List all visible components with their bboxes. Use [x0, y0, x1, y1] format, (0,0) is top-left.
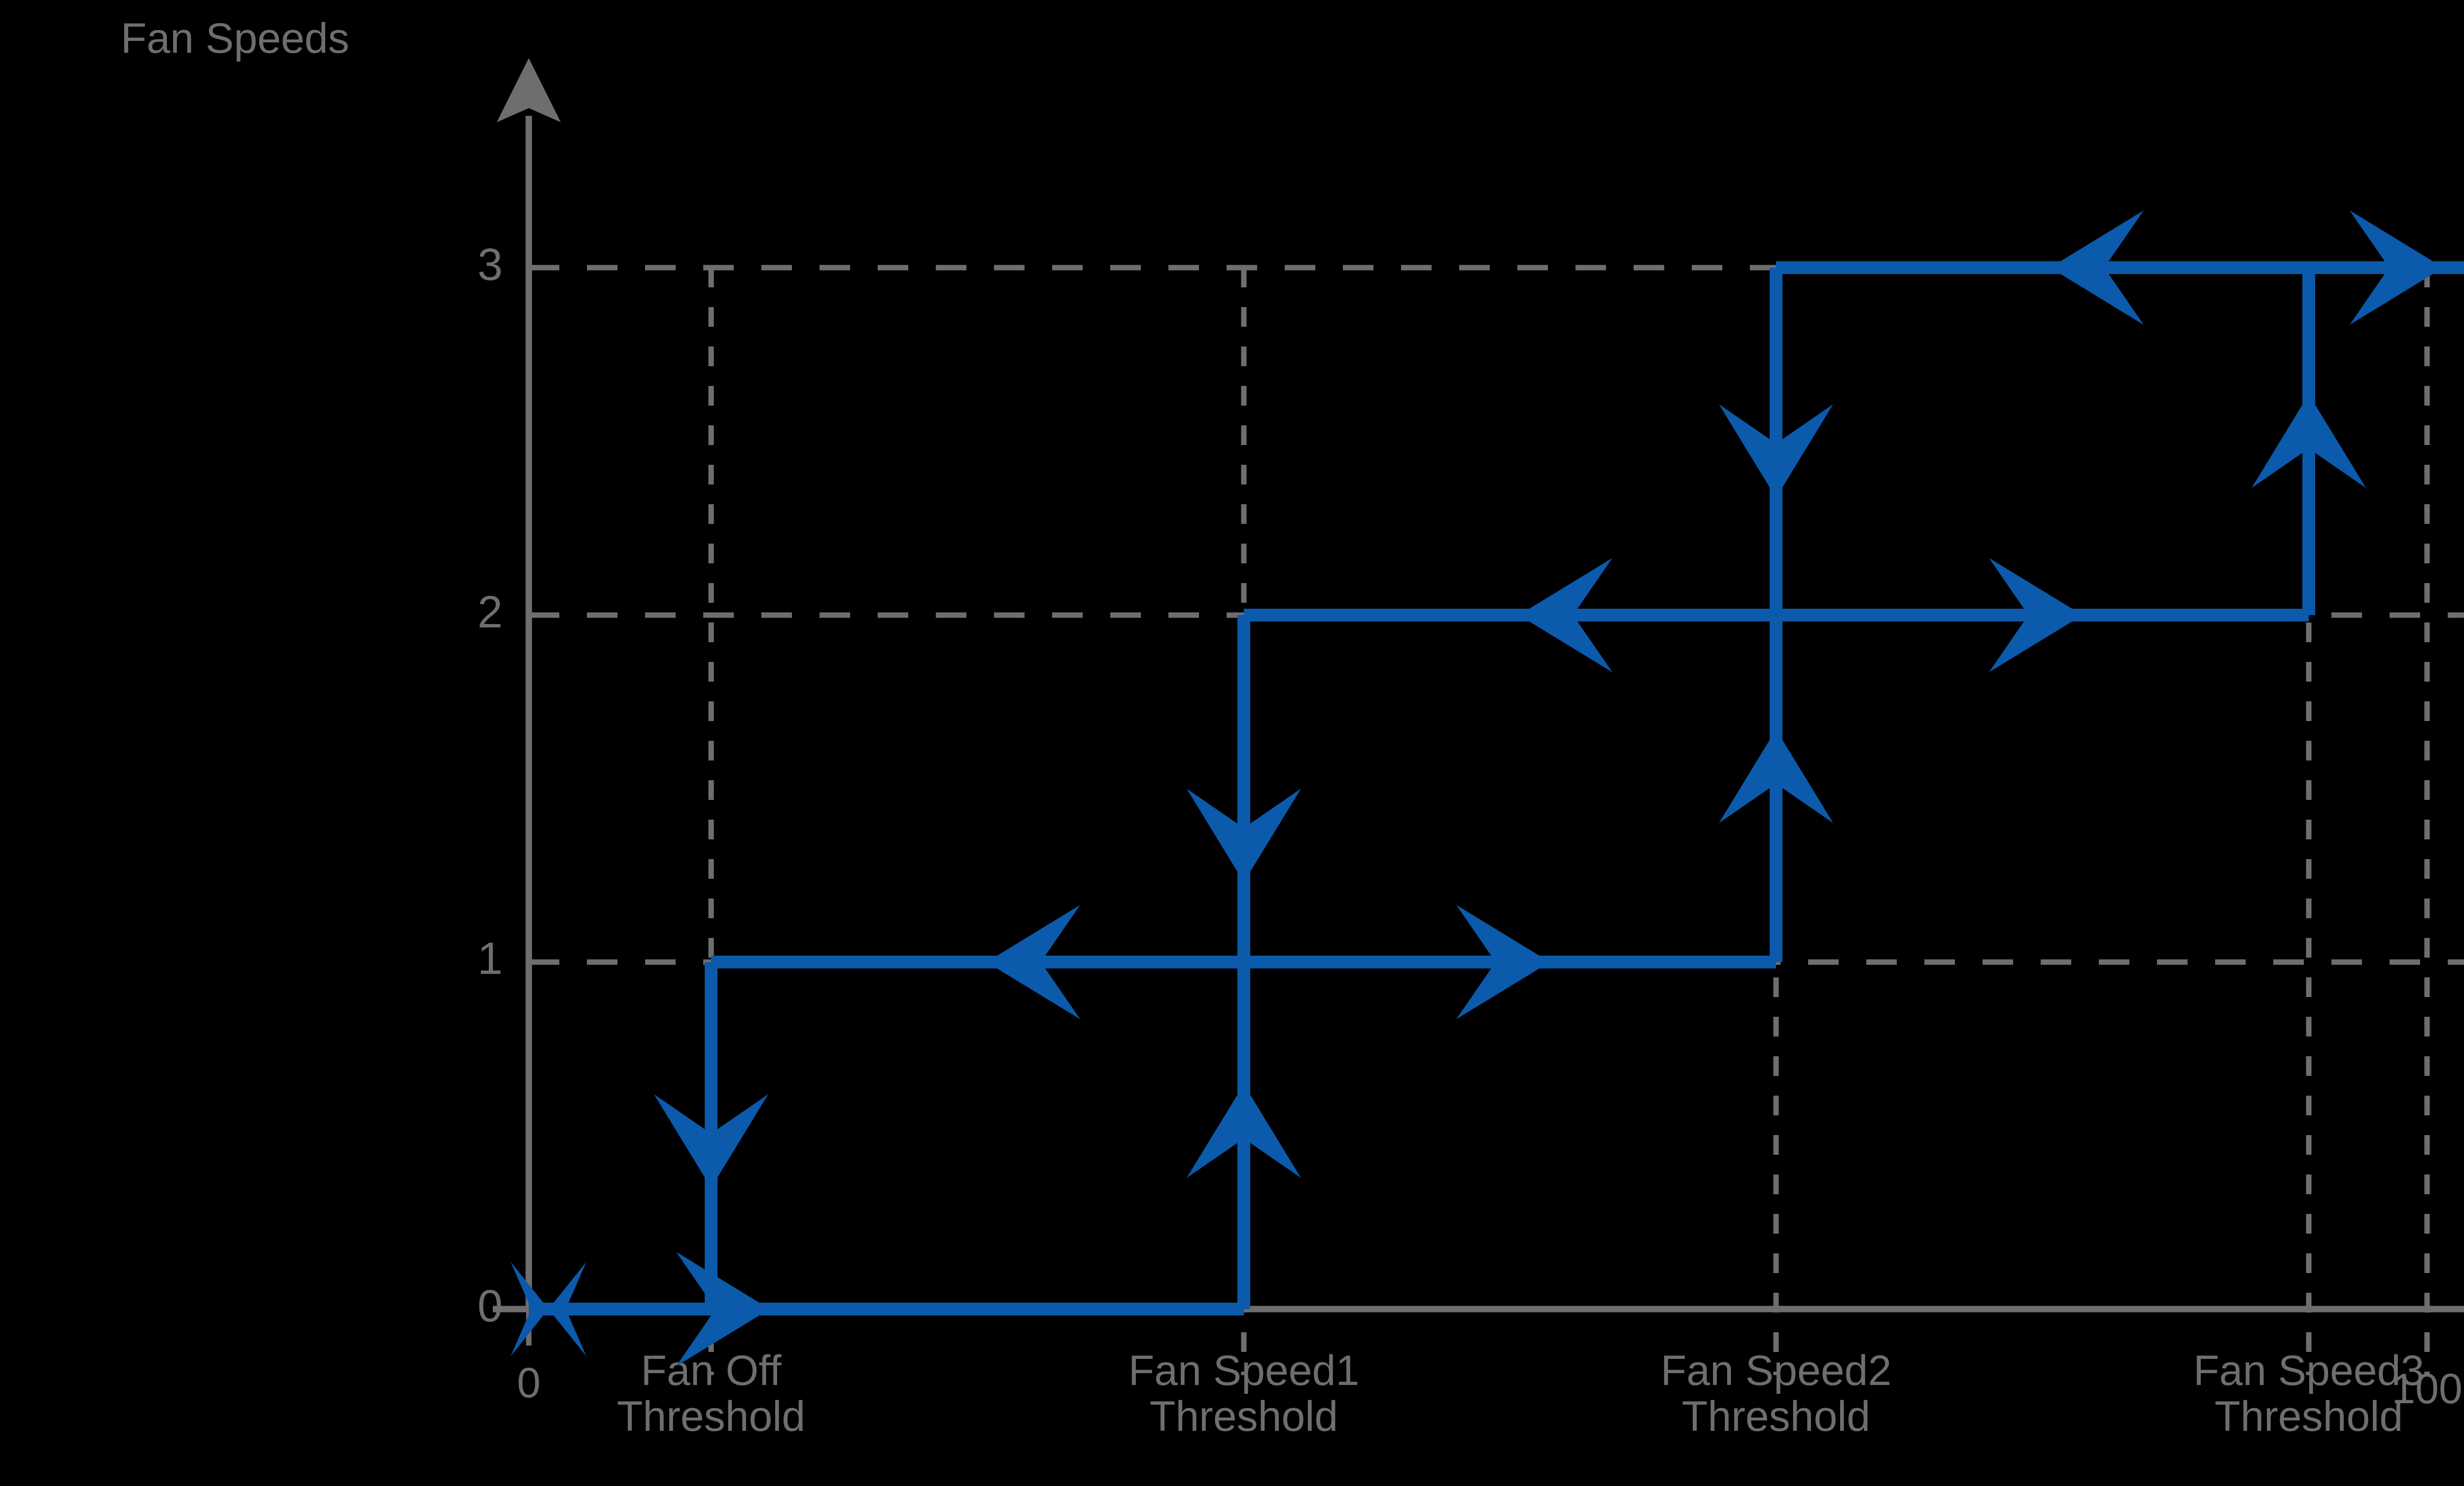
arrow-right-speed0 — [676, 1252, 770, 1366]
arrow-up-fan-speed3-threshold — [2252, 394, 2366, 488]
arrow-down-fan-off-threshold — [654, 1094, 768, 1188]
arrow-down-fan-speed1-threshold — [1187, 789, 1301, 882]
gridlines-vertical — [708, 268, 2430, 1375]
arrow-up-fan-speed2-threshold — [1719, 729, 1833, 823]
x-tick-line2: Threshold — [1681, 1392, 1871, 1440]
arrow-left-speed0-origin — [511, 1262, 548, 1356]
y-tick-label-3: 3 — [477, 240, 503, 290]
arrow-right-speed0-origin — [548, 1262, 586, 1356]
direction-arrowheads — [511, 210, 2443, 1366]
x-tick-line1: Fan Speed3 — [2193, 1347, 2425, 1394]
arrow-up-fan-speed1-threshold — [1187, 1084, 1301, 1178]
arrow-left-speed2 — [1519, 558, 1612, 672]
x-tick-line2: Threshold — [2214, 1392, 2403, 1440]
fan-speed-hysteresis-curve — [529, 261, 2464, 1315]
x-tick-line2: Threshold — [1149, 1392, 1338, 1440]
x-tick-line1: Fan Speed2 — [1660, 1347, 1892, 1394]
arrow-right-speed3-at-100 — [2350, 210, 2443, 325]
y-tick-label-1: 1 — [477, 933, 503, 984]
x-tick-line2: Threshold — [616, 1392, 806, 1440]
chart-title: Fan Speeds — [121, 15, 349, 62]
arrow-down-fan-speed2-threshold — [1719, 404, 1833, 498]
arrow-right-speed1 — [1456, 905, 1550, 1019]
arrow-right-speed2 — [1989, 558, 2083, 672]
arrow-left-speed3-mid — [2050, 210, 2144, 325]
y-tick-label-2: 2 — [477, 587, 503, 637]
x-tick-line1: Fan Off — [641, 1347, 782, 1394]
x-tick-label-0: 0 — [517, 1359, 541, 1407]
x-tick-line1: Fan Speed1 — [1128, 1347, 1360, 1394]
arrow-left-speed1 — [987, 905, 1080, 1019]
axes — [493, 58, 2464, 1346]
